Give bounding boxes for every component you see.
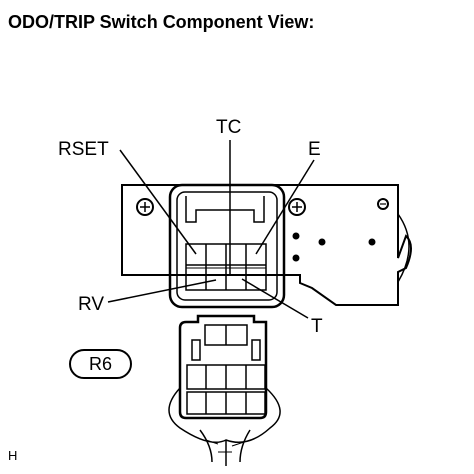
label-e: E: [308, 139, 321, 160]
screw-left: [136, 198, 154, 216]
label-tc: TC: [216, 117, 242, 138]
switch-body-outline: [121, 184, 412, 306]
leader-rv: [107, 279, 217, 303]
label-t: T: [311, 316, 323, 337]
harness-connector-housing: [178, 314, 268, 420]
label-rset: RSET: [58, 139, 109, 160]
figure-code: H: [8, 448, 18, 463]
screw-right: [288, 198, 306, 216]
switch-connector-housing: [168, 183, 286, 309]
leader-rset: [119, 149, 197, 255]
leader-t: [241, 278, 309, 319]
leader-e: [255, 159, 315, 255]
small-screw: [377, 198, 389, 210]
wire-harness: [168, 387, 281, 443]
connector-code: R6: [88, 353, 112, 374]
page-title: ODO/TRIP Switch Component View:: [8, 12, 315, 32]
connector-code-badge: R6: [69, 349, 132, 379]
label-rv: RV: [78, 294, 105, 315]
switch-knob-edge: [397, 213, 410, 283]
